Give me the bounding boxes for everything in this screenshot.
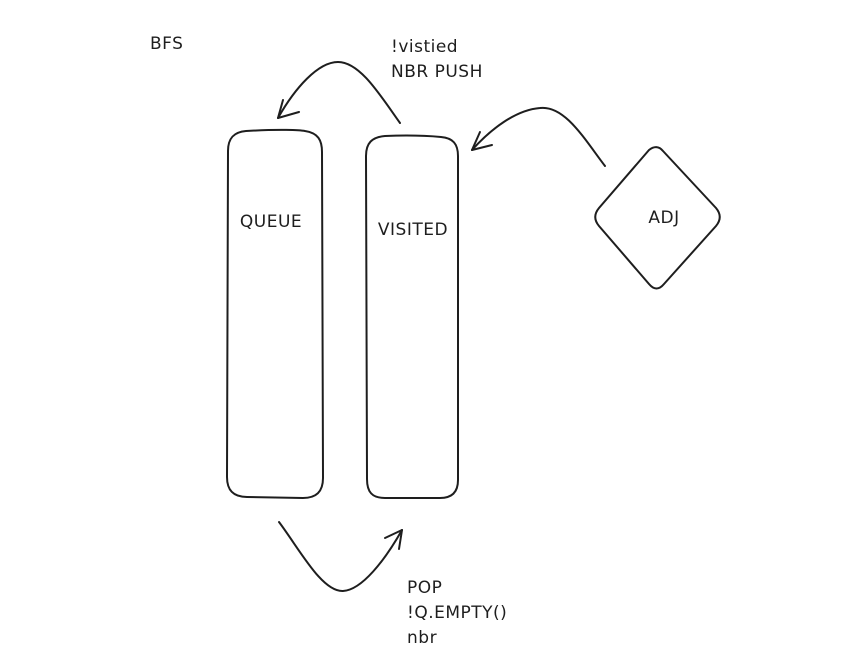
adj-label: ADJ (648, 208, 679, 228)
diagram-title: BFS (150, 34, 183, 54)
adj-node: ADJ (594, 146, 721, 290)
arrow-queue-to-visited (278, 521, 403, 593)
visited-box (365, 134, 459, 499)
visited-node: VISITED (365, 134, 459, 499)
push-label-line-2: NBR PUSH (391, 62, 483, 82)
push-label-line-1: !vistied (391, 37, 458, 57)
pop-label-line-2: !Q.EMPTY() (407, 603, 507, 623)
arrow-visited-to-queue (277, 61, 401, 124)
adj-diamond (594, 146, 721, 290)
queue-node: QUEUE (226, 128, 324, 499)
arrow-adj-to-visited (471, 106, 606, 167)
queue-box (226, 128, 324, 499)
visited-label: VISITED (378, 220, 448, 240)
pop-label-line-3: nbr (407, 628, 437, 648)
pop-label-line-1: POP (407, 578, 442, 598)
queue-label: QUEUE (240, 212, 302, 232)
